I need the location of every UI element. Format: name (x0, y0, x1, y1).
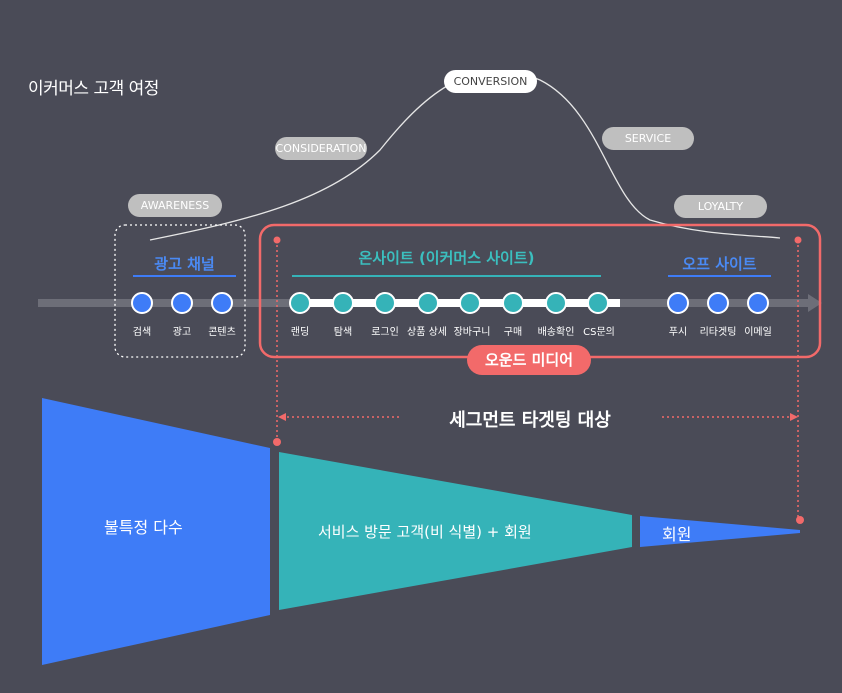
step-dot-push (667, 292, 689, 314)
step-dot-product (417, 292, 439, 314)
seg-arrow-right (790, 413, 798, 421)
funnel-label-members: 회원 (662, 525, 692, 544)
step-label: 로그인 (371, 327, 399, 338)
step-dot-email (747, 292, 769, 314)
step-label: 광고 (172, 327, 192, 338)
step-dot-login (374, 292, 396, 314)
step-label: 리타겟팅 (699, 327, 737, 338)
page-title: 이커머스 고객 여정 (28, 79, 159, 99)
seg-arrow-left (278, 413, 286, 421)
section-offsite: 오프 사이트 (682, 255, 757, 273)
step-label: 배송확인 (537, 327, 575, 338)
funnel-unspecified (42, 398, 270, 665)
segment-targeting-label: 세그먼트 타겟팅 대상 (400, 406, 660, 432)
step-label: CS문의 (583, 327, 615, 338)
step-label: 검색 (132, 327, 152, 338)
funnel-members (640, 516, 800, 547)
step-label: 탐색 (333, 327, 353, 338)
funnel-label-unspecified: 불특정 다수 (104, 518, 183, 537)
stage-consideration: CONSIDERATION (275, 137, 367, 160)
ad-dots (131, 292, 233, 314)
step-dot-browse (332, 292, 354, 314)
step-label: 구매 (503, 327, 523, 338)
step-label: 장바구니 (453, 327, 491, 338)
step-dot-ad (171, 292, 193, 314)
seg-marker-right-bottom (796, 516, 804, 524)
step-dot-content (211, 292, 233, 314)
step-label: 콘텐츠 (208, 327, 236, 338)
step-dot-retargeting (707, 292, 729, 314)
onsite-dots (289, 292, 609, 314)
step-dot-cart (459, 292, 481, 314)
step-label: 이메일 (744, 327, 772, 338)
stage-conversion: CONVERSION (444, 70, 537, 93)
section-ad-channels: 광고 채널 (154, 255, 215, 273)
step-label: 상품 상세 (407, 327, 447, 338)
step-dot-cs (587, 292, 609, 314)
step-dot-search (131, 292, 153, 314)
step-dot-purchase (502, 292, 524, 314)
funnel-visitors (279, 452, 632, 610)
ad-channel-box (114, 224, 246, 358)
section-onsite: 온사이트 (이커머스 사이트) (358, 249, 535, 267)
timeline-arrowhead (808, 294, 822, 312)
timeline-bar-highlight (290, 299, 620, 307)
stage-service: SERVICE (602, 127, 694, 150)
step-label: 랜딩 (290, 327, 310, 338)
owned-media-badge: 오운드 미디어 (467, 345, 591, 375)
funnel-label-visitors: 서비스 방문 고객(비 식별) + 회원 (318, 523, 532, 541)
stage-loyalty: LOYALTY (674, 195, 767, 218)
step-dot-landing (289, 292, 311, 314)
seg-marker-left-bottom (273, 438, 281, 446)
step-dot-delivery (545, 292, 567, 314)
stage-awareness: AWARENESS (128, 194, 222, 217)
offsite-dots (667, 292, 769, 314)
step-label: 푸시 (668, 327, 688, 338)
